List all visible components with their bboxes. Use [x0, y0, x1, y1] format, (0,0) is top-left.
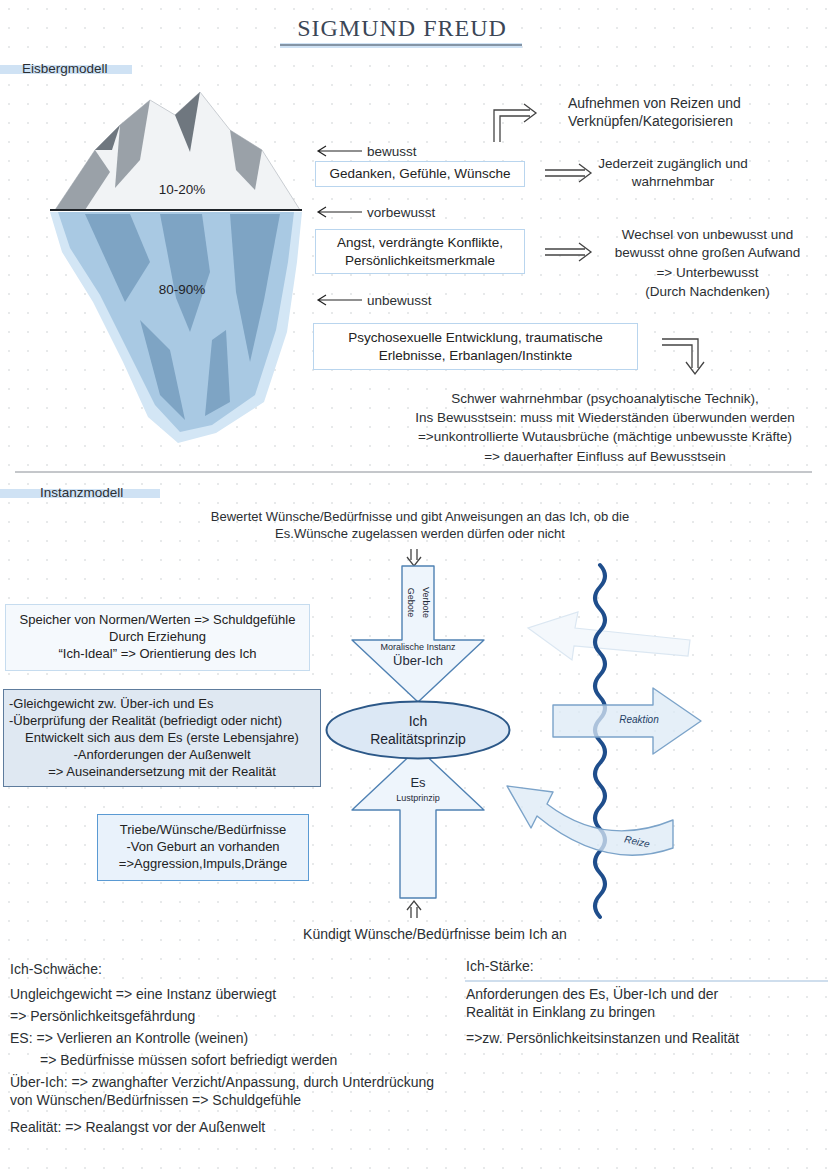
super-ego-arrow: Gebote VerboteMoralische InstanzÜber-Ich — [352, 566, 484, 702]
stimulus-arrow-outline — [505, 770, 675, 870]
node-text: Triebe/Wünsche/Bedürfnisse — [103, 822, 303, 839]
node-text: Realitätsprinzip — [370, 730, 466, 748]
node-text: Es — [388, 775, 448, 791]
section-separator — [15, 472, 812, 473]
node-text: => Auseinandersetzung mit der Realität — [9, 764, 315, 781]
level-label: bewusst — [367, 143, 417, 161]
arrow-shape — [507, 786, 673, 855]
node-text: Moralische Instanz — [363, 642, 473, 653]
ellipse-shape — [327, 702, 510, 759]
list-item: =>zw. Persönlichkeitsinstanzen und Reali… — [466, 1029, 739, 1047]
node-text: “Ich-Ideal” => Orientierung des Ich — [11, 646, 304, 663]
node-text: Verbote — [421, 577, 432, 627]
percent-label: 10-20% — [147, 181, 217, 199]
title-underline — [280, 43, 522, 48]
id-arrow-outline — [352, 748, 484, 898]
note-text: (Durch Nachdenken) — [605, 283, 810, 301]
note-text: Ins Bewusstsein: muss mit Wiederständen … — [395, 409, 815, 427]
info-box: Speicher von Normen/Werten => Schuldgefü… — [5, 604, 310, 671]
faint-arrow — [528, 612, 690, 660]
note-text: => dauerhafter Einfluss auf Bewusstsein — [395, 448, 815, 466]
node-text: Speicher von Normen/Werten => Schuldgefü… — [11, 612, 304, 629]
node-text: -Von Geburt an vorhanden — [103, 839, 303, 856]
super-ego-arrow-outline — [352, 566, 484, 702]
level-label: unbewusst — [367, 292, 432, 310]
section-separator — [465, 980, 828, 981]
note-text: Aufnehmen von Reizen und Verknüpfen/Kate… — [568, 94, 778, 130]
ego-ellipse: IchRealitätsprinzip — [325, 700, 511, 760]
list-heading: Ich-Stärke: — [466, 957, 534, 975]
note-text: Bewertet Wünsche/Bedürfnisse und gibt An… — [185, 509, 655, 543]
boundary-wave — [595, 565, 605, 917]
section-heading: Instanzmodell — [40, 484, 123, 502]
info-box: Triebe/Wünsche/Bedürfnisse-Von Geburt an… — [97, 814, 309, 881]
list-item: Anforderungen des Es, Über-Ich und der R… — [466, 985, 766, 1021]
page-title: SIGMUND FREUD — [180, 13, 624, 44]
level-box: Gedanken, Gefühle, Wünsche — [315, 161, 525, 187]
node-text: Gebote — [406, 577, 417, 627]
level-label: vorbewusst — [367, 204, 435, 222]
node-text: -Überprüfung der Realität (befriedigt od… — [9, 713, 315, 730]
note-text: Kündigt Wünsche/Bedürfnisse beim Ich an — [235, 925, 635, 943]
note-text: =>unkontrollierte Wutausbrüche (mächtige… — [395, 428, 815, 446]
note-text: => Unterbewusst — [605, 264, 810, 282]
node-text: =>Aggression,Impuls,Dränge — [103, 856, 303, 873]
level-box: Psychosexuelle Entwicklung, traumatische… — [313, 323, 638, 370]
node-text: Lustprinzip — [378, 793, 458, 804]
list-item: => Bedürfnisse müssen sofort befriedigt … — [40, 1051, 337, 1069]
arrow-shape — [352, 566, 484, 702]
reaction-arrow: Reaktion — [553, 688, 701, 754]
node-text: Reaktion — [614, 714, 664, 726]
note-text: Wechsel von unbewusst und bewusst ohne g… — [605, 226, 810, 261]
section-heading: Eisbergmodell — [22, 60, 108, 78]
node-text: -Anforderungen der Außenwelt — [9, 747, 315, 764]
node-text: Entwickelt sich aus dem Es (erste Lebens… — [9, 730, 315, 747]
stimulus-arrow: Reize — [505, 770, 675, 870]
node-text: Über-Ich — [378, 653, 458, 669]
title-underline — [280, 44, 522, 45]
node-text: Psychosexuelle Entwicklung, traumatische… — [320, 329, 631, 364]
node-text: Durch Erziehung — [11, 629, 304, 646]
info-box: -Gleichgewicht zw. Über-ich und Es-Überp… — [3, 689, 321, 787]
list-item: => Persönlichkeitsgefährdung — [10, 1007, 195, 1025]
iceberg-illustration — [50, 92, 302, 443]
list-item: Realität: => Realangst vor der Außenwelt — [10, 1118, 265, 1136]
arrow-shape — [553, 688, 701, 754]
percent-label: 80-90% — [147, 281, 217, 299]
text-group: IchRealitätsprinzip — [325, 700, 511, 760]
list-heading: Ich-Schwäche: — [10, 960, 102, 978]
node-text: Angst, verdrängte Konflikte, Persönlichk… — [322, 234, 518, 269]
ego-ellipse-outline — [325, 700, 511, 760]
note-text: Schwer wahrnehmbar (psychoanalytische Te… — [395, 390, 815, 408]
node-text: Gedanken, Gefühle, Wünsche — [322, 165, 518, 183]
id-arrow: EsLustprinzip — [352, 748, 484, 898]
node-text: -Gleichgewicht zw. Über-ich und Es — [9, 696, 315, 713]
note-text: Jederzeit zugänglich und wahrnehmbar — [598, 155, 748, 190]
list-item: Über-Ich: => zwanghafter Verzicht/Anpass… — [10, 1073, 450, 1109]
arrow-shape — [352, 748, 484, 898]
node-text: Ich — [409, 712, 428, 730]
list-item: ES: => Verlieren an Kontrolle (weinen) — [10, 1029, 248, 1047]
list-item: Ungleichgewicht => eine Instanz überwieg… — [10, 985, 276, 1003]
level-box: Angst, verdrängte Konflikte, Persönlichk… — [315, 229, 525, 274]
